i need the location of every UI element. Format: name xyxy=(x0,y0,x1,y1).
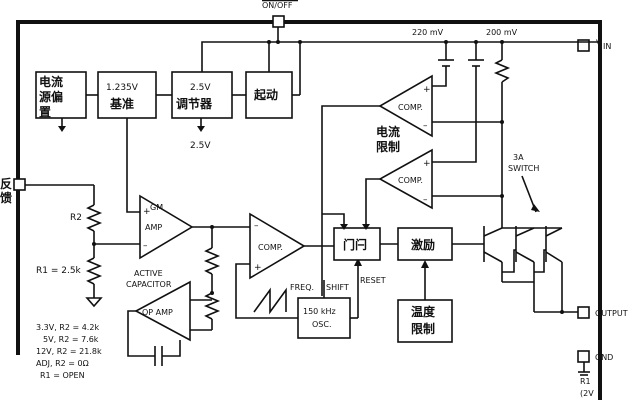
vin-pin xyxy=(577,39,590,52)
r1-label: R1 = 2.5k xyxy=(36,266,82,276)
reference-label: 基准 xyxy=(109,96,134,111)
r2-table-row: 12V, R2 = 21.8k xyxy=(36,347,102,356)
main-comparator xyxy=(249,212,306,280)
ref-200mv-label: 200 mV xyxy=(486,28,518,37)
svg-text:+: + xyxy=(254,263,262,273)
reset-label: RESET xyxy=(360,276,386,285)
on-off-label: ON/OFF xyxy=(262,1,293,10)
feedback-pin xyxy=(13,178,26,191)
sawtooth-waveform xyxy=(253,287,287,315)
osc-freq: 150 kHz xyxy=(303,307,336,316)
r2-value-table: 3.3V, R2 = 4.2k 5V, R2 = 7.6k 12V, R2 = … xyxy=(36,323,102,380)
svg-text:+: + xyxy=(143,207,151,217)
main-comp-label: COMP. xyxy=(258,243,283,252)
svg-text:–: – xyxy=(254,221,259,231)
comp-mid xyxy=(378,148,433,210)
shift-label: SHIFT xyxy=(326,283,349,292)
svg-text:–: – xyxy=(143,241,148,251)
driver-block xyxy=(397,227,453,261)
active-cap-label-2: CAPACITOR xyxy=(126,280,172,289)
r2-table-row: 3.3V, R2 = 4.2k xyxy=(36,323,99,332)
driver-label: 激励 xyxy=(411,237,435,252)
current-bias-text-3: 置 xyxy=(39,105,51,119)
current-bias-text-1: 电流 xyxy=(39,74,63,89)
r1-partial-label-2: (2V xyxy=(580,389,594,398)
switch-label-1: 3A xyxy=(513,153,524,162)
vin-label: V xyxy=(596,39,603,49)
regulator-value: 2.5V xyxy=(190,83,211,93)
feedback-label-2: 馈 xyxy=(0,190,12,205)
output-pin xyxy=(577,306,590,319)
comp-top xyxy=(378,74,433,138)
op-amp-label: OP AMP xyxy=(142,308,173,317)
comp-mid-label: COMP. xyxy=(398,176,423,185)
reference-value: 1.235V xyxy=(106,83,139,93)
current-limit-label-1: 电流 xyxy=(376,124,400,139)
osc-label: OSC. xyxy=(312,320,332,329)
comp-top-label: COMP. xyxy=(398,103,423,112)
thermal-label-2: 限制 xyxy=(411,321,435,336)
current-limit-label-2: 限制 xyxy=(376,139,400,154)
gm-amp-label: AMP xyxy=(145,223,162,232)
switch-label-2: SWITCH xyxy=(508,164,539,173)
oscillator-block xyxy=(297,297,351,339)
op-amp xyxy=(134,280,191,342)
gnd-label: GND xyxy=(595,353,613,362)
gm-label: GM xyxy=(150,203,163,212)
gnd-pin xyxy=(577,350,590,363)
current-bias-block xyxy=(35,71,87,119)
startup-label: 起动 xyxy=(253,87,278,102)
regulator-output: 2.5V xyxy=(190,141,211,151)
output-label: OUTPUT xyxy=(595,309,628,318)
r1-partial-label: R1 xyxy=(580,377,591,386)
regulator-label: 调节器 xyxy=(176,96,213,111)
r2-table-row: ADJ, R2 = 0Ω xyxy=(36,359,89,368)
latch-block xyxy=(333,227,381,261)
thermal-limit-block xyxy=(397,299,453,343)
regulator-block xyxy=(171,71,233,119)
r2-label: R2 xyxy=(70,213,82,223)
freq-label: FREQ. xyxy=(290,283,314,292)
svg-text:+: + xyxy=(423,85,431,95)
vin-sub-label: IN xyxy=(603,42,611,51)
svg-text:–: – xyxy=(423,195,428,205)
gm-amplifier xyxy=(139,194,194,260)
svg-text:–: – xyxy=(423,121,428,131)
feedback-label-1: 反 xyxy=(0,176,12,191)
r2-table-row: 5V, R2 = 7.6k xyxy=(43,335,99,344)
current-bias-text-2: 源偏 xyxy=(39,89,63,104)
latch-label: 门闩 xyxy=(343,237,367,252)
thermal-label-1: 温度 xyxy=(411,304,436,319)
reference-block xyxy=(97,71,157,119)
active-cap-label-1: ACTIVE xyxy=(134,269,163,278)
r2-table-row: R1 = OPEN xyxy=(40,371,85,380)
on-off-pin xyxy=(272,15,285,28)
darlington-switch xyxy=(483,226,563,312)
svg-text:+: + xyxy=(423,159,431,169)
ref-220mv-label: 220 mV xyxy=(412,28,444,37)
